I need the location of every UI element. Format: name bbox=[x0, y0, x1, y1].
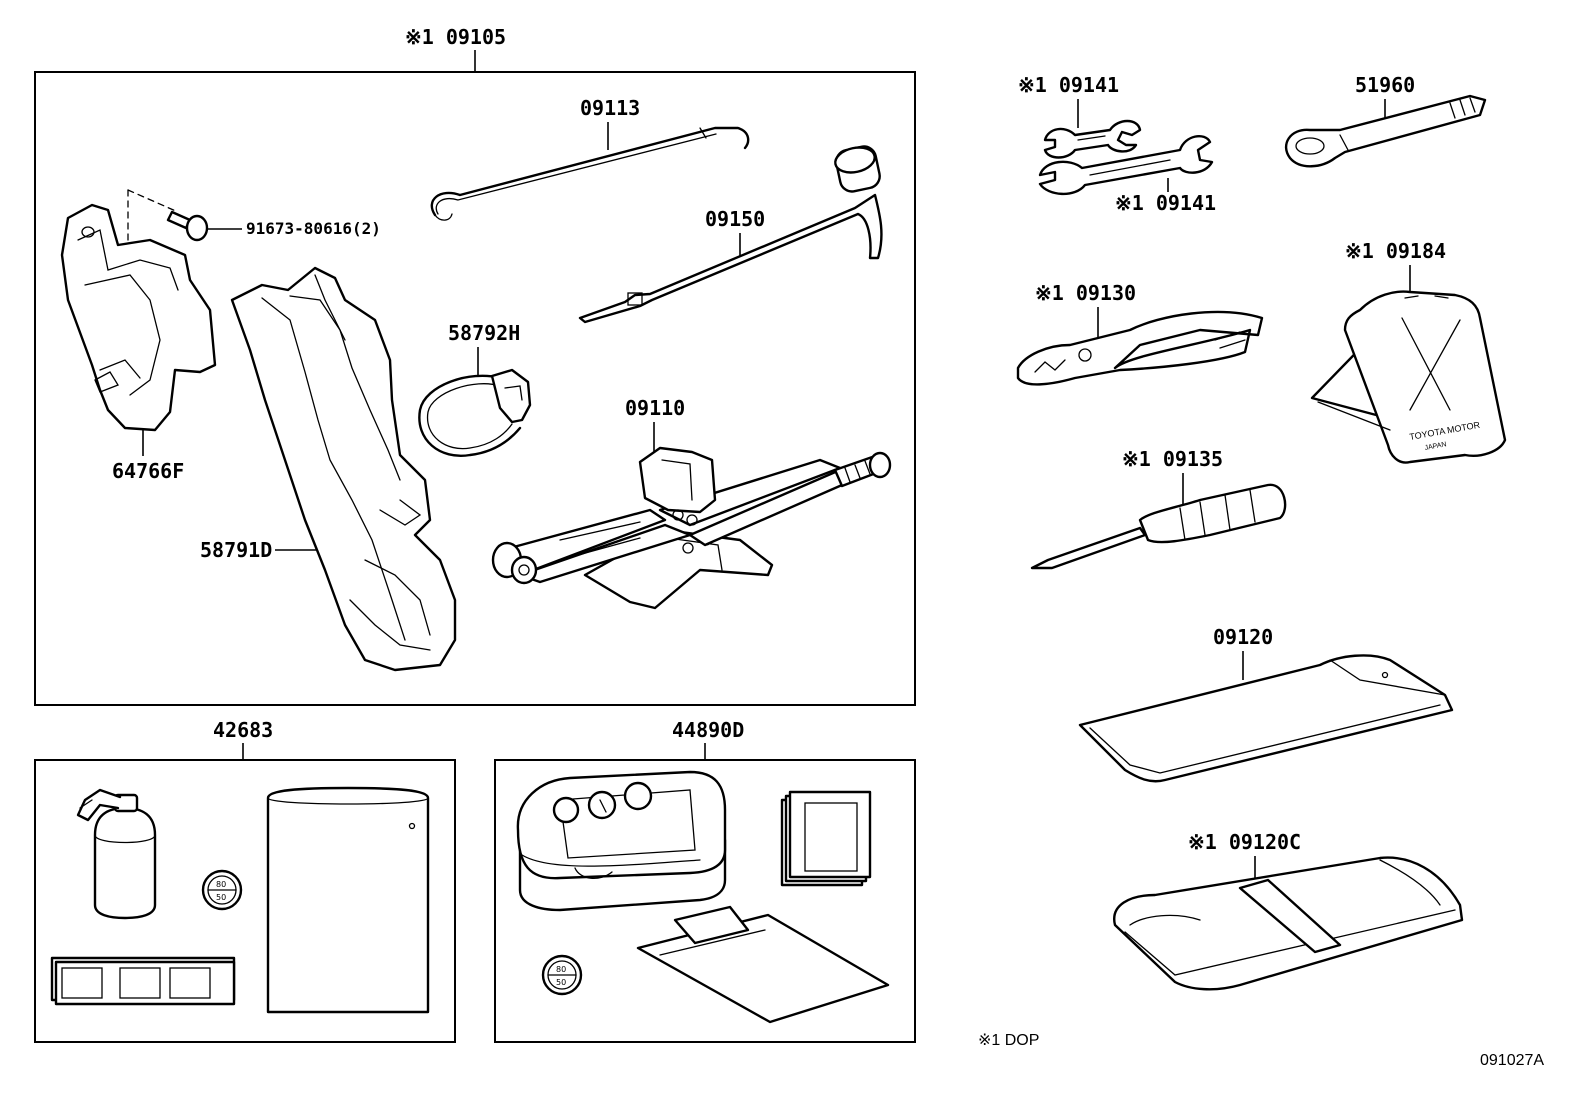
strap-58792H-drawing bbox=[418, 368, 532, 457]
label-09110[interactable]: 09110 bbox=[625, 396, 685, 420]
label-09141-upper[interactable]: ※1 09141 bbox=[1018, 73, 1119, 97]
bolt-drawing bbox=[127, 189, 209, 256]
label-09184[interactable]: ※1 09184 bbox=[1345, 239, 1446, 263]
label-09135[interactable]: ※1 09135 bbox=[1122, 447, 1223, 471]
gauge-sticker-top: 80 bbox=[216, 880, 226, 889]
label-58791D[interactable]: 58791D bbox=[200, 538, 272, 562]
scissor-jack-drawing bbox=[491, 446, 892, 610]
chock-text-line2: JAPAN bbox=[1424, 441, 1447, 452]
tool-bag-drawing bbox=[1078, 654, 1454, 783]
holder-58791D-drawing bbox=[230, 266, 457, 672]
bracket-64766F-drawing bbox=[60, 203, 217, 432]
repair-kit-drawing: 80 50 bbox=[50, 786, 430, 1014]
footnote: ※1 DOP bbox=[978, 1032, 1039, 1049]
label-09105[interactable]: ※1 09105 bbox=[405, 25, 506, 49]
pliers-drawing bbox=[1016, 310, 1264, 386]
label-09130[interactable]: ※1 09130 bbox=[1035, 281, 1136, 305]
diagram-id: 091027A bbox=[1480, 1052, 1544, 1069]
label-09120[interactable]: 09120 bbox=[1213, 625, 1273, 649]
label-42683[interactable]: 42683 bbox=[213, 718, 273, 742]
screwdriver-drawing bbox=[1030, 483, 1287, 570]
repair-kit-box bbox=[34, 759, 456, 1043]
lug-wrench-drawing bbox=[578, 145, 883, 324]
wrenches-drawing bbox=[1038, 119, 1214, 196]
label-51960[interactable]: 51960 bbox=[1355, 73, 1415, 97]
gauge-sticker-bottom: 50 bbox=[216, 893, 226, 902]
towing-eye-drawing bbox=[1284, 94, 1487, 168]
label-09120C[interactable]: ※1 09120C bbox=[1188, 830, 1301, 854]
label-64766F[interactable]: 64766F bbox=[112, 459, 184, 483]
jack-handle-drawing bbox=[430, 126, 750, 221]
compressor-kit-drawing: 80 50 bbox=[516, 770, 890, 1024]
gauge-sticker-bottom-2: 50 bbox=[556, 978, 566, 987]
gauge-sticker-top-2: 80 bbox=[556, 965, 566, 974]
wheel-chock-drawing: TOYOTA MOTOR JAPAN bbox=[1310, 290, 1507, 464]
label-09141-lower[interactable]: ※1 09141 bbox=[1115, 191, 1216, 215]
label-09113[interactable]: 09113 bbox=[580, 96, 640, 120]
label-09150[interactable]: 09150 bbox=[705, 207, 765, 231]
label-58792H[interactable]: 58792H bbox=[448, 321, 520, 345]
label-44890D[interactable]: 44890D bbox=[672, 718, 744, 742]
label-91673-80616[interactable]: 91673-80616(2) bbox=[246, 219, 381, 238]
tool-pouch-drawing bbox=[1113, 856, 1464, 991]
